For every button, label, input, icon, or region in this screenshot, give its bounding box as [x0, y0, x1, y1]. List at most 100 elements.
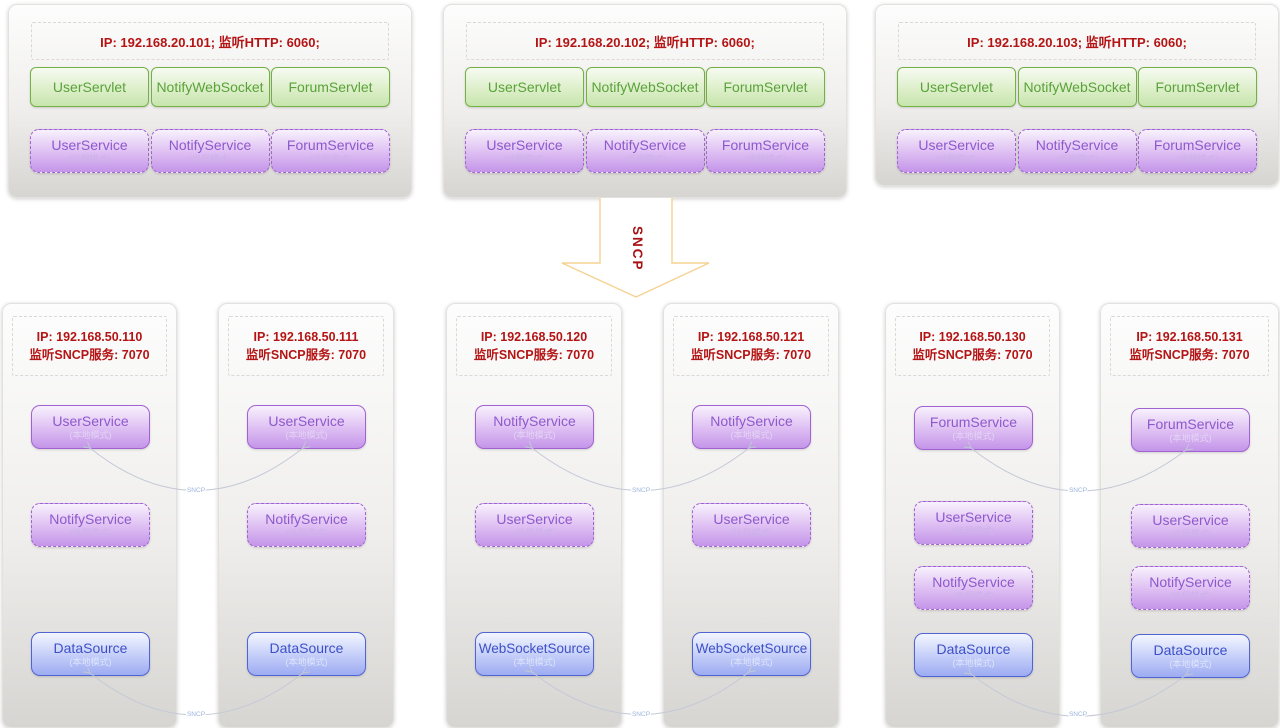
servlet-row: UserServlet NotifyWebSocket ForumServlet — [897, 67, 1257, 107]
service-mode: (远程模式) — [189, 154, 231, 164]
sncp-down-arrow-icon — [561, 198, 710, 298]
service-name: UserService — [935, 509, 1012, 525]
ip-text: IP: 192.168.50.110 — [36, 330, 143, 344]
servlet-box-userservlet: UserServlet — [30, 67, 149, 107]
service-box-notifyservice: NotifyService (远程模式) — [914, 566, 1033, 610]
servlet-label: UserServlet — [487, 79, 562, 95]
listen-text: 监听SNCP服务: 7070 — [690, 348, 812, 362]
listen-text: 监听SNCP服务: 7070 — [912, 348, 1033, 362]
ip-banner: IP: 192.168.50.120 监听SNCP服务: 7070 — [456, 316, 612, 376]
service-mode: (远程模式) — [730, 528, 773, 538]
servlet-label: UserServlet — [52, 79, 127, 95]
service-box-userservice: UserService (远程模式) — [897, 129, 1016, 173]
ip-banner: IP: 192.168.20.103; 监听HTTP: 6060; — [898, 22, 1256, 60]
ip-banner: IP: 192.168.20.101; 监听HTTP: 6060; — [31, 22, 389, 60]
servlet-box-notifywebsocket: NotifyWebSocket — [585, 67, 705, 107]
service-box-websocketsource: WebSocketSource (本地模式) — [475, 632, 594, 676]
listen-text: 监听SNCP服务: 7070 — [29, 348, 150, 362]
service-mode: (本地模式) — [69, 430, 112, 440]
ip-text: IP: 192.168.20.102; 监听HTTP: 6060; — [535, 34, 755, 50]
service-name: ForumService — [286, 137, 375, 153]
service-mode: (远程模式) — [1169, 591, 1212, 601]
servlet-box-forumservlet: ForumServlet — [706, 67, 825, 107]
sncp-link-label: SNCP — [632, 487, 650, 494]
service-box-forumservice: ForumService (本地模式) — [914, 406, 1033, 450]
service-name: ForumService — [1153, 137, 1242, 153]
servlet-label: NotifyWebSocket — [1023, 79, 1131, 95]
servlet-box-userservlet: UserServlet — [465, 67, 584, 107]
servlet-box-forumservlet: ForumServlet — [271, 67, 390, 107]
servlet-label: ForumServlet — [723, 79, 808, 95]
service-mode: (远程模式) — [285, 528, 328, 538]
service-box-userservice: UserService (远程模式) — [30, 129, 149, 173]
service-name: NotifyService — [932, 574, 1015, 590]
service-mode: (远程模式) — [68, 154, 111, 164]
sncp-link-label: SNCP — [187, 487, 205, 494]
servlet-box-forumservlet: ForumServlet — [1138, 67, 1257, 107]
sncp-link-label: SNCP — [632, 711, 650, 718]
sncp-node-110: IP: 192.168.50.110 监听SNCP服务: 7070 UserSe… — [2, 303, 177, 728]
service-name: NotifyService — [265, 511, 348, 527]
service-name: UserService — [1152, 512, 1229, 528]
service-name: ForumService — [721, 137, 810, 153]
service-box-notifyservice: NotifyService (远程模式) — [31, 503, 150, 547]
sncp-link-label: SNCP — [1069, 711, 1087, 718]
ip-text: IP: 192.168.50.130 — [919, 330, 1026, 344]
service-name: DataSource — [53, 640, 128, 656]
service-mode: (本地模式) — [285, 430, 328, 440]
service-box-datasource: DataSource (本地模式) — [31, 632, 150, 676]
service-mode: (远程模式) — [1056, 154, 1098, 164]
service-box-notifyservice: NotifyService (远程模式) — [1131, 566, 1250, 610]
service-box-userservice: UserService (本地模式) — [247, 405, 366, 449]
servlet-label: UserServlet — [919, 79, 994, 95]
servlet-row: UserServlet NotifyWebSocket ForumServlet — [465, 67, 825, 107]
servlet-box-userservlet: UserServlet — [897, 67, 1016, 107]
service-box-notifyservice: NotifyService (远程模式) — [585, 129, 705, 173]
sncp-node-121: IP: 192.168.50.121 监听SNCP服务: 7070 Notify… — [663, 303, 839, 728]
service-box-userservice: UserService (本地模式) — [31, 405, 150, 449]
sncp-node-111: IP: 192.168.50.111 监听SNCP服务: 7070 UserSe… — [218, 303, 394, 728]
service-name: NotifyService — [603, 137, 687, 153]
ip-text: IP: 192.168.50.121 — [697, 330, 805, 344]
ip-text: IP: 192.168.20.101; 监听HTTP: 6060; — [100, 34, 320, 50]
http-node-102: IP: 192.168.20.102; 监听HTTP: 6060; UserSe… — [443, 4, 847, 198]
service-box-userservice: UserService (远程模式) — [914, 501, 1033, 545]
service-name: ForumService — [1146, 416, 1235, 432]
service-mode: (远程模式) — [309, 154, 352, 164]
ip-banner: IP: 192.168.50.111 监听SNCP服务: 7070 — [228, 316, 384, 376]
service-mode: (本地模式) — [730, 430, 773, 440]
service-box-forumservice: ForumService (远程模式) — [271, 129, 390, 173]
service-box-forumservice: ForumService (本地模式) — [1131, 408, 1250, 452]
sncp-arrow-label: SNCP — [630, 226, 645, 272]
servlet-label: NotifyWebSocket — [156, 79, 264, 95]
service-name: WebSocketSource — [695, 641, 808, 656]
service-name: UserService — [51, 137, 128, 153]
ip-banner: IP: 192.168.50.121 监听SNCP服务: 7070 — [673, 316, 829, 376]
service-box-datasource: DataSource (本地模式) — [1131, 634, 1250, 678]
servlet-row: UserServlet NotifyWebSocket ForumServlet — [30, 67, 390, 107]
service-name: UserService — [918, 137, 995, 153]
service-mode: (本地模式) — [513, 430, 556, 440]
servlet-label: ForumServlet — [288, 79, 373, 95]
http-node-101: IP: 192.168.20.101; 监听HTTP: 6060; UserSe… — [8, 4, 412, 198]
servlet-box-notifywebsocket: NotifyWebSocket — [150, 67, 270, 107]
service-name: ForumService — [929, 414, 1018, 430]
service-box-datasource: DataSource (本地模式) — [914, 633, 1033, 677]
service-mode: (远程模式) — [503, 154, 546, 164]
service-mode: (本地模式) — [952, 431, 995, 441]
service-row: UserService (远程模式) NotifyService (远程模式) … — [30, 129, 390, 173]
sncp-node-120: IP: 192.168.50.120 监听SNCP服务: 7070 Notify… — [446, 303, 622, 728]
service-name: WebSocketSource — [478, 641, 591, 656]
service-mode: (本地模式) — [1169, 659, 1212, 669]
service-box-notifyservice: NotifyService (远程模式) — [150, 129, 270, 173]
service-mode: (远程模式) — [69, 528, 112, 538]
service-box-userservice: UserService (远程模式) — [475, 503, 594, 547]
service-box-notifyservice: NotifyService (远程模式) — [247, 503, 366, 547]
sncp-link-label: SNCP — [187, 711, 205, 718]
ip-banner: IP: 192.168.20.102; 监听HTTP: 6060; — [466, 22, 824, 60]
service-mode: (本地模式) — [513, 657, 556, 667]
service-box-forumservice: ForumService (远程模式) — [706, 129, 825, 173]
service-name: UserService — [713, 511, 790, 527]
service-box-datasource: DataSource (本地模式) — [247, 632, 366, 676]
